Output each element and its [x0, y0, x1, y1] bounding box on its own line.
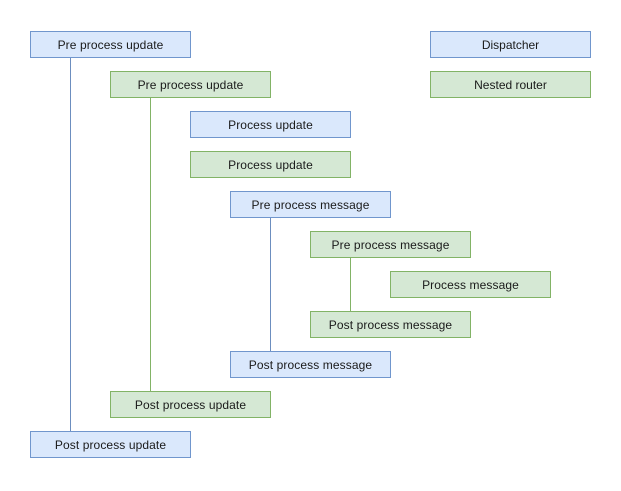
process-node-n2[interactable]: Pre process update: [110, 71, 271, 98]
process-node-label: Post process update: [54, 437, 167, 452]
legend-item-label: Nested router: [474, 77, 547, 92]
process-node-label: Process message: [422, 277, 519, 292]
process-node-n7[interactable]: Process message: [390, 271, 551, 298]
connector-line-c4: [350, 258, 351, 311]
process-node-n1[interactable]: Pre process update: [30, 31, 191, 58]
process-node-label: Pre process update: [57, 37, 164, 52]
process-node-label: Pre process message: [251, 197, 370, 212]
process-node-label: Process update: [228, 117, 313, 132]
process-node-label: Pre process message: [331, 237, 450, 252]
connector-line-c3: [270, 218, 271, 351]
process-node-n3[interactable]: Process update: [190, 111, 351, 138]
process-node-n4[interactable]: Process update: [190, 151, 351, 178]
process-node-n5[interactable]: Pre process message: [230, 191, 391, 218]
connector-line-c2: [150, 98, 151, 391]
process-node-n8[interactable]: Post process message: [310, 311, 471, 338]
legend-item-label: Dispatcher: [481, 37, 540, 52]
process-node-label: Process update: [228, 157, 313, 172]
connector-line-c1: [70, 58, 71, 431]
process-node-label: Post process update: [134, 397, 247, 412]
legend-item-nested-router: Nested router: [430, 71, 591, 98]
process-node-label: Post process message: [328, 317, 453, 332]
process-node-n11[interactable]: Post process update: [30, 431, 191, 458]
process-node-label: Pre process update: [137, 77, 244, 92]
process-node-n6[interactable]: Pre process message: [310, 231, 471, 258]
legend-item-dispatcher: Dispatcher: [430, 31, 591, 58]
process-node-n10[interactable]: Post process update: [110, 391, 271, 418]
process-node-label: Post process message: [248, 357, 373, 372]
process-node-n9[interactable]: Post process message: [230, 351, 391, 378]
